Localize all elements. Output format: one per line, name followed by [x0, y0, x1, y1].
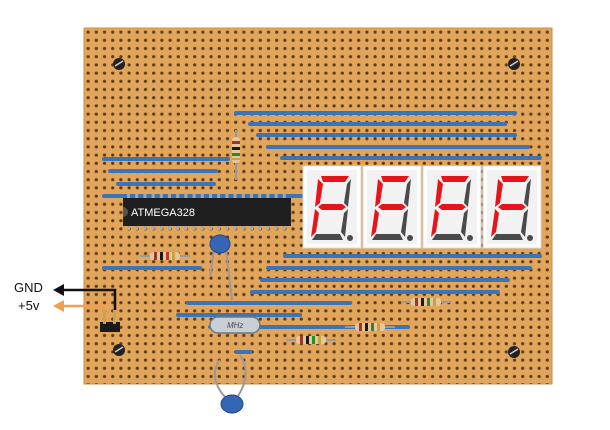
mounting-screws: [113, 58, 520, 358]
segment-d: [372, 234, 403, 240]
crystal-label: MHz: [227, 321, 243, 330]
resistor: [345, 323, 395, 331]
gnd-wire: [53, 284, 117, 310]
segment-e: [371, 209, 379, 237]
resistor-vertical: [232, 130, 240, 180]
resistors: [140, 252, 451, 344]
digit-1: [302, 165, 362, 249]
capacitor: [209, 234, 233, 301]
seven-segment-display: [302, 165, 542, 249]
vcc-label: +5v: [18, 298, 40, 313]
gnd-label: GND: [14, 280, 43, 295]
segment-f: [315, 179, 323, 207]
decimal-point: [347, 235, 353, 241]
segment-g: [438, 204, 466, 210]
segment-d: [492, 234, 523, 240]
chip-label: ATMEGA328: [131, 207, 195, 219]
screw-icon: [508, 346, 520, 358]
segment-e: [311, 209, 319, 237]
segment-d: [312, 234, 343, 240]
segment-d: [432, 234, 463, 240]
atmega-chip: ATMEGA328: [123, 194, 291, 230]
decimal-point: [467, 235, 473, 241]
digit-4: [482, 165, 542, 249]
capacitor-external: [213, 354, 247, 414]
segment-c: [521, 209, 528, 237]
resistor: [401, 298, 451, 306]
decimal-point: [407, 235, 413, 241]
segment-a: [381, 176, 409, 182]
segment-g: [318, 204, 346, 210]
digit-2: [362, 165, 422, 249]
segment-e: [491, 209, 499, 237]
segment-b: [464, 179, 471, 207]
segment-f: [375, 179, 383, 207]
segment-c: [461, 209, 468, 237]
crystal: MHz: [209, 316, 261, 334]
segment-a: [321, 176, 349, 182]
copper-tracks: [102, 111, 542, 354]
vcc-wire: [53, 300, 107, 312]
segment-e: [431, 209, 439, 237]
segment-g: [378, 204, 406, 210]
digit-3: [422, 165, 482, 249]
screw-icon: [508, 58, 520, 70]
segment-f: [495, 179, 503, 207]
segment-c: [341, 209, 348, 237]
resistor: [140, 252, 190, 260]
screw-icon: [113, 344, 125, 356]
segment-b: [344, 179, 351, 207]
decimal-point: [527, 235, 533, 241]
segment-b: [404, 179, 411, 207]
segment-f: [435, 179, 443, 207]
segment-a: [441, 176, 469, 182]
segment-g: [498, 204, 526, 210]
segment-b: [524, 179, 531, 207]
power-header: [100, 308, 120, 332]
screw-icon: [113, 58, 125, 70]
resistor: [286, 336, 336, 344]
segment-a: [501, 176, 529, 182]
segment-c: [401, 209, 408, 237]
